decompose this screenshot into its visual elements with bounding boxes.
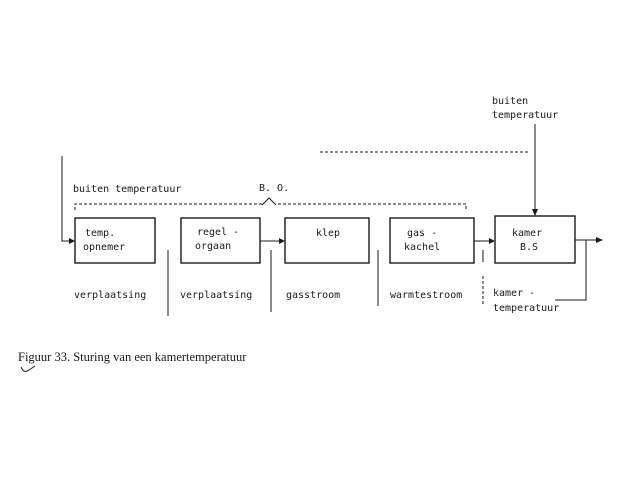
buiten-top-label-2: temperatuur bbox=[492, 110, 558, 121]
regelorgaan-label-2: orgaan bbox=[195, 241, 231, 252]
warmtestroom-label: warmtestroom bbox=[390, 290, 462, 301]
feedback-arrowhead bbox=[69, 238, 75, 244]
feedback-line bbox=[61, 156, 71, 242]
output-arrowhead bbox=[596, 237, 603, 243]
bracket-left-part bbox=[74, 203, 262, 210]
gasstroom-label: gasstroom bbox=[286, 290, 340, 301]
kamer-label-2: B.S bbox=[520, 242, 538, 253]
kamer-bs-block bbox=[494, 215, 576, 264]
buiten-input-arrowhead bbox=[532, 209, 538, 216]
temp-opnemer-block bbox=[74, 217, 156, 264]
kamer-temp-label-1: kamer - bbox=[493, 288, 535, 299]
gaskachel-block bbox=[389, 217, 475, 264]
bo-label: B. O. bbox=[259, 183, 289, 194]
verplaatsing-label-2: verplaatsing bbox=[180, 290, 252, 301]
bracket-right-part bbox=[278, 203, 467, 210]
bo-caret bbox=[261, 197, 277, 206]
kamer-temp-label-2: temperatuur bbox=[493, 303, 559, 314]
buiten-top-label-1: buiten bbox=[492, 96, 528, 107]
gaskachel-label-1: gas - bbox=[407, 228, 437, 239]
kachel-to-kamer-arrowhead bbox=[489, 238, 495, 244]
temp-opnemer-label-1: temp. bbox=[85, 228, 115, 239]
figure-caption: Figuur 33. Sturing van een kamertemperat… bbox=[18, 350, 247, 364]
kamer-temp-drop-line bbox=[555, 240, 587, 301]
regel-to-klep-arrowhead bbox=[279, 238, 285, 244]
regelorgaan-label-1: regel - bbox=[197, 227, 239, 238]
gaskachel-label-2: kachel bbox=[404, 242, 440, 253]
caption-mark bbox=[20, 365, 36, 372]
verplaatsing-label-1: verplaatsing bbox=[74, 290, 146, 301]
klep-label: klep bbox=[316, 228, 340, 239]
klep-block bbox=[284, 217, 370, 264]
kamer-label-1: kamer bbox=[512, 228, 542, 239]
temp-opnemer-label-2: opnemer bbox=[83, 242, 125, 253]
buiten-left-label: buiten temperatuur bbox=[73, 184, 181, 195]
